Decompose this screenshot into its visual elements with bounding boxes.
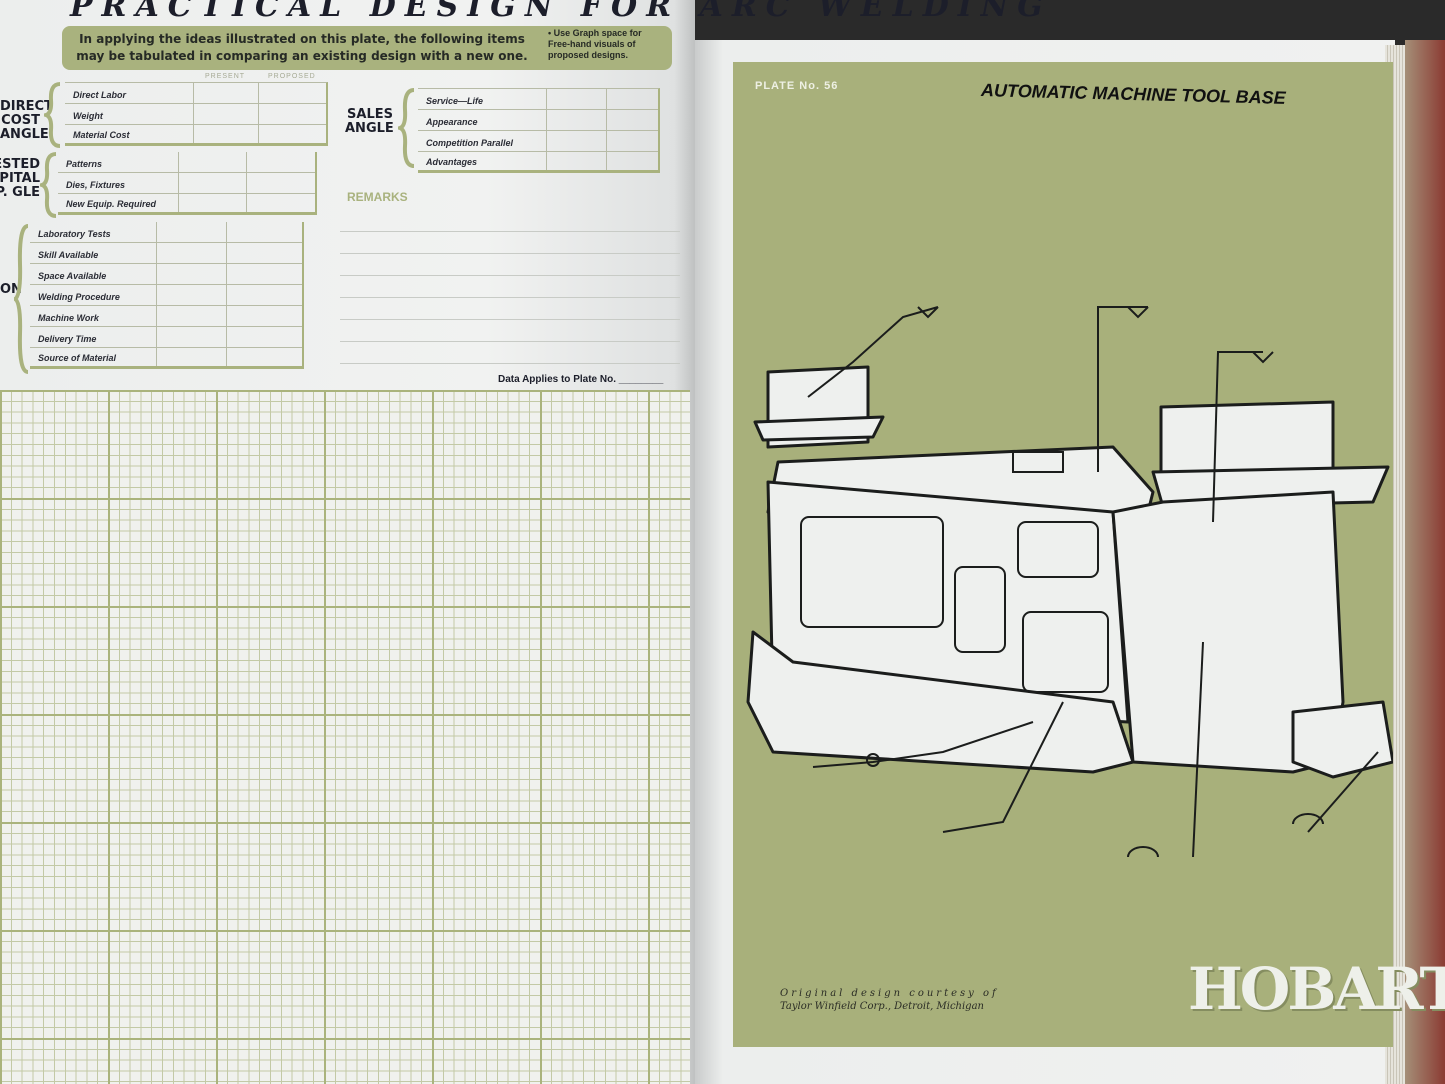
group-label-sales: SALES ANGLE xyxy=(345,107,394,136)
table-row: New Equip. Required xyxy=(58,194,315,215)
table-row: Source of Material xyxy=(30,348,302,369)
intro-banner: In applying the ideas illustrated on thi… xyxy=(62,26,672,70)
table-row: Dies, Fixtures xyxy=(58,173,315,194)
table-row: Space Available xyxy=(30,264,302,285)
brace xyxy=(398,88,415,168)
credit: Original design courtesy of Taylor Winfi… xyxy=(780,987,999,1013)
brace xyxy=(44,82,61,148)
table-row: Appearance xyxy=(418,110,658,131)
brace xyxy=(40,152,57,218)
table-row: Direct Labor xyxy=(65,83,326,104)
table-row: Skill Available xyxy=(30,243,302,264)
table-row: Delivery Time xyxy=(30,327,302,348)
group-label-invested-capital: VESTED PITAL UIP. GLE xyxy=(0,157,40,200)
graph-paper xyxy=(0,390,690,1084)
sales-table: Service—Life Appearance Competition Para… xyxy=(418,88,660,173)
invested-capital-table: Patterns Dies, Fixtures New Equip. Requi… xyxy=(58,152,317,215)
table-row: Welding Procedure xyxy=(30,285,302,306)
plate: PLATE No. 56 AUTOMATIC MACHINE TOOL BASE xyxy=(733,62,1445,1047)
production-table: Laboratory Tests Skill Available Space A… xyxy=(30,222,304,369)
credit-line-1: Original design courtesy of xyxy=(780,988,999,999)
intro-line-2: may be tabulated in comparing an existin… xyxy=(76,49,528,63)
left-page: PRACTICAL DESIGN FOR ARC WELDING In appl… xyxy=(0,0,1043,1084)
brace xyxy=(14,224,29,374)
remarks-lines xyxy=(340,210,680,370)
table-row: Competition Parallel xyxy=(418,131,658,152)
graph-note: • Use Graph space for Free-hand visuals … xyxy=(548,28,642,60)
table-row: Patterns xyxy=(58,152,315,173)
table-row: Material Cost xyxy=(65,125,326,146)
table-row: Advantages xyxy=(418,152,658,173)
table-row: Weight xyxy=(65,104,326,125)
machine-base-illustration xyxy=(746,306,1393,858)
table-row: Laboratory Tests xyxy=(30,222,302,243)
page-title: PRACTICAL DESIGN FOR ARC WELDING xyxy=(70,0,1052,24)
direct-cost-table: Direct Labor Weight Material Cost xyxy=(65,82,328,146)
credit-line-2: Taylor Winfield Corp., Detroit, Michigan xyxy=(780,1001,984,1012)
group-label-production: ON xyxy=(0,282,22,297)
book-cover xyxy=(1405,40,1445,1084)
table-row: Service—Life xyxy=(418,89,658,110)
group-label-direct-cost: DIRECT COST ANGLE xyxy=(0,99,53,142)
plate-reference: Data Applies to Plate No. ________ xyxy=(498,374,664,385)
col-present: PRESENT xyxy=(205,73,246,80)
remarks-label: REMARKS xyxy=(347,190,408,204)
col-proposed: PROPOSED xyxy=(268,73,316,80)
hobart-logo: HOBART xyxy=(1188,955,1445,1023)
intro-line-1: In applying the ideas illustrated on thi… xyxy=(79,32,525,46)
plate-number: PLATE No. 56 xyxy=(755,80,839,92)
table-row: Machine Work xyxy=(30,306,302,327)
